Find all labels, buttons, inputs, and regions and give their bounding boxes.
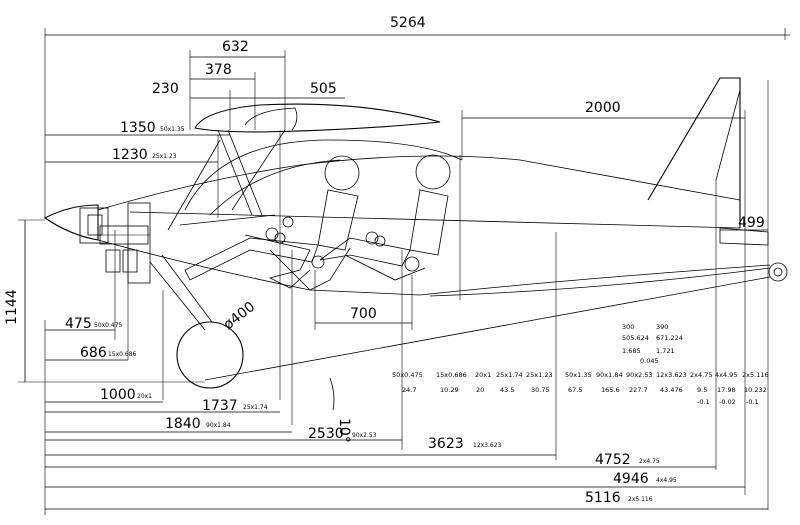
dim-wing-632: 632: [222, 39, 249, 55]
table-header-2: 15x0.686: [436, 371, 467, 379]
dim-1840-sub: 90x1.84: [206, 422, 231, 429]
dim-angle-10: 10°: [336, 418, 352, 443]
dim-3623-sub: 12x3.623: [473, 442, 502, 449]
dim-wing-505: 505: [310, 81, 337, 97]
table-r1-10: 9.5: [697, 386, 707, 394]
table-r1-5: 30.75: [531, 386, 550, 394]
height-dimension: 1144: [4, 219, 205, 383]
tail-dimensions: 2000 499: [461, 80, 769, 510]
dim-seat-700: 700: [350, 306, 377, 322]
dim-tail-2000: 2000: [585, 100, 621, 116]
table-header-9: 12x3.623: [656, 371, 687, 379]
station-lines: [162, 130, 557, 460]
total-c2: 1.721: [656, 347, 675, 355]
dim-475: 475: [65, 316, 92, 332]
dim-4752: 4752: [595, 452, 631, 468]
table-header-11: 4x4.95: [715, 371, 737, 379]
dim-overall-length: 5264: [390, 15, 426, 31]
station-1350-1230: 1350 50x1.35 1230 25x1.23: [45, 120, 230, 163]
main-wheel: ø400: [149, 254, 259, 389]
table-r2-12: -0.1: [746, 398, 759, 406]
dim-wing-378: 378: [205, 62, 232, 78]
total-c1: 1.685: [622, 347, 641, 355]
total-b1: 505.624: [622, 334, 649, 342]
total-d: 0.045: [640, 357, 659, 365]
dim-1000: 1000: [100, 387, 136, 403]
dim-1737: 1737: [202, 398, 238, 414]
table-r1-12: 10.232: [744, 386, 767, 394]
dim-4946-sub: 4x4.95: [656, 477, 677, 484]
table-r1-9: 43.476: [660, 386, 683, 394]
table-r1-11: 17.98: [717, 386, 736, 394]
table-header-10: 2x4.75: [690, 371, 712, 379]
dim-1000-sub: 20x1: [137, 393, 152, 400]
wing-profile: [167, 103, 441, 231]
table-r1-8: 227.7: [629, 386, 648, 394]
table-header-12: 2x5.116: [742, 371, 769, 379]
table-r1-3: 20: [476, 386, 484, 394]
dim-1230-sub: 25x1.23: [152, 153, 177, 160]
table-r1-6: 67.5: [568, 386, 582, 394]
dim-3623: 3623: [428, 436, 464, 452]
table-r2-10: -0.1: [697, 398, 710, 406]
table-header-5: 25x1.23: [526, 371, 553, 379]
table-r2-11: -0.02: [719, 398, 736, 406]
dim-2530-sub: 90x2.53: [352, 432, 377, 439]
total-b2: 671.224: [656, 334, 683, 342]
dim-2530: 2530: [308, 426, 344, 442]
dim-1230: 1230: [112, 147, 148, 163]
total-a2: 390: [656, 323, 668, 331]
table-r1-1: 24.7: [402, 386, 416, 394]
engine-block: [79, 202, 151, 360]
angle-dimension: 10°: [329, 377, 352, 443]
weight-balance-table: 50x0.475 15x0.686 20x1 25x1.74 25x1.23 5…: [392, 323, 769, 406]
dim-686-sub: 15x0.686: [108, 351, 137, 358]
dim-5116-sub: 2x5.116: [628, 496, 653, 503]
overall-length-dimension: 5264: [44, 15, 790, 218]
stacked-station-dims: 475 50x0.475 686 15x0.686 1000 20x1 1737…: [44, 316, 768, 515]
wing-dimensions: 632 378 230 505: [152, 39, 345, 130]
dim-5116: 5116: [585, 490, 621, 506]
dim-4946: 4946: [613, 471, 649, 487]
fuselage: [43, 77, 788, 381]
table-header-4: 25x1.74: [496, 371, 523, 379]
dim-1350-sub: 50x1.35: [160, 126, 185, 133]
dim-4752-sub: 2x4.75: [639, 458, 660, 465]
dim-1737-sub: 25x1.74: [243, 404, 268, 411]
table-header-8: 90x2.53: [626, 371, 653, 379]
seat-dimension: 700: [315, 306, 412, 324]
dim-686: 686: [80, 345, 107, 361]
dim-1350: 1350: [120, 120, 156, 136]
table-header-1: 50x0.475: [392, 371, 423, 379]
table-r1-2: 10.29: [440, 386, 459, 394]
dim-tail-499: 499: [738, 215, 765, 231]
table-header-7: 90x1.84: [596, 371, 623, 379]
dim-prop-diameter: ø400: [221, 299, 259, 333]
total-a1: 300: [622, 323, 634, 331]
dim-height-1144: 1144: [4, 289, 20, 325]
dim-475-sub: 50x0.475: [94, 322, 123, 329]
table-header-3: 20x1: [475, 371, 491, 379]
dim-wing-230: 230: [152, 81, 179, 97]
seats: [184, 154, 451, 291]
table-r1-7: 165.6: [601, 386, 620, 394]
table-header-6: 50x1.35: [565, 371, 592, 379]
dim-1840: 1840: [165, 416, 201, 432]
table-r1-4: 43.5: [500, 386, 514, 394]
